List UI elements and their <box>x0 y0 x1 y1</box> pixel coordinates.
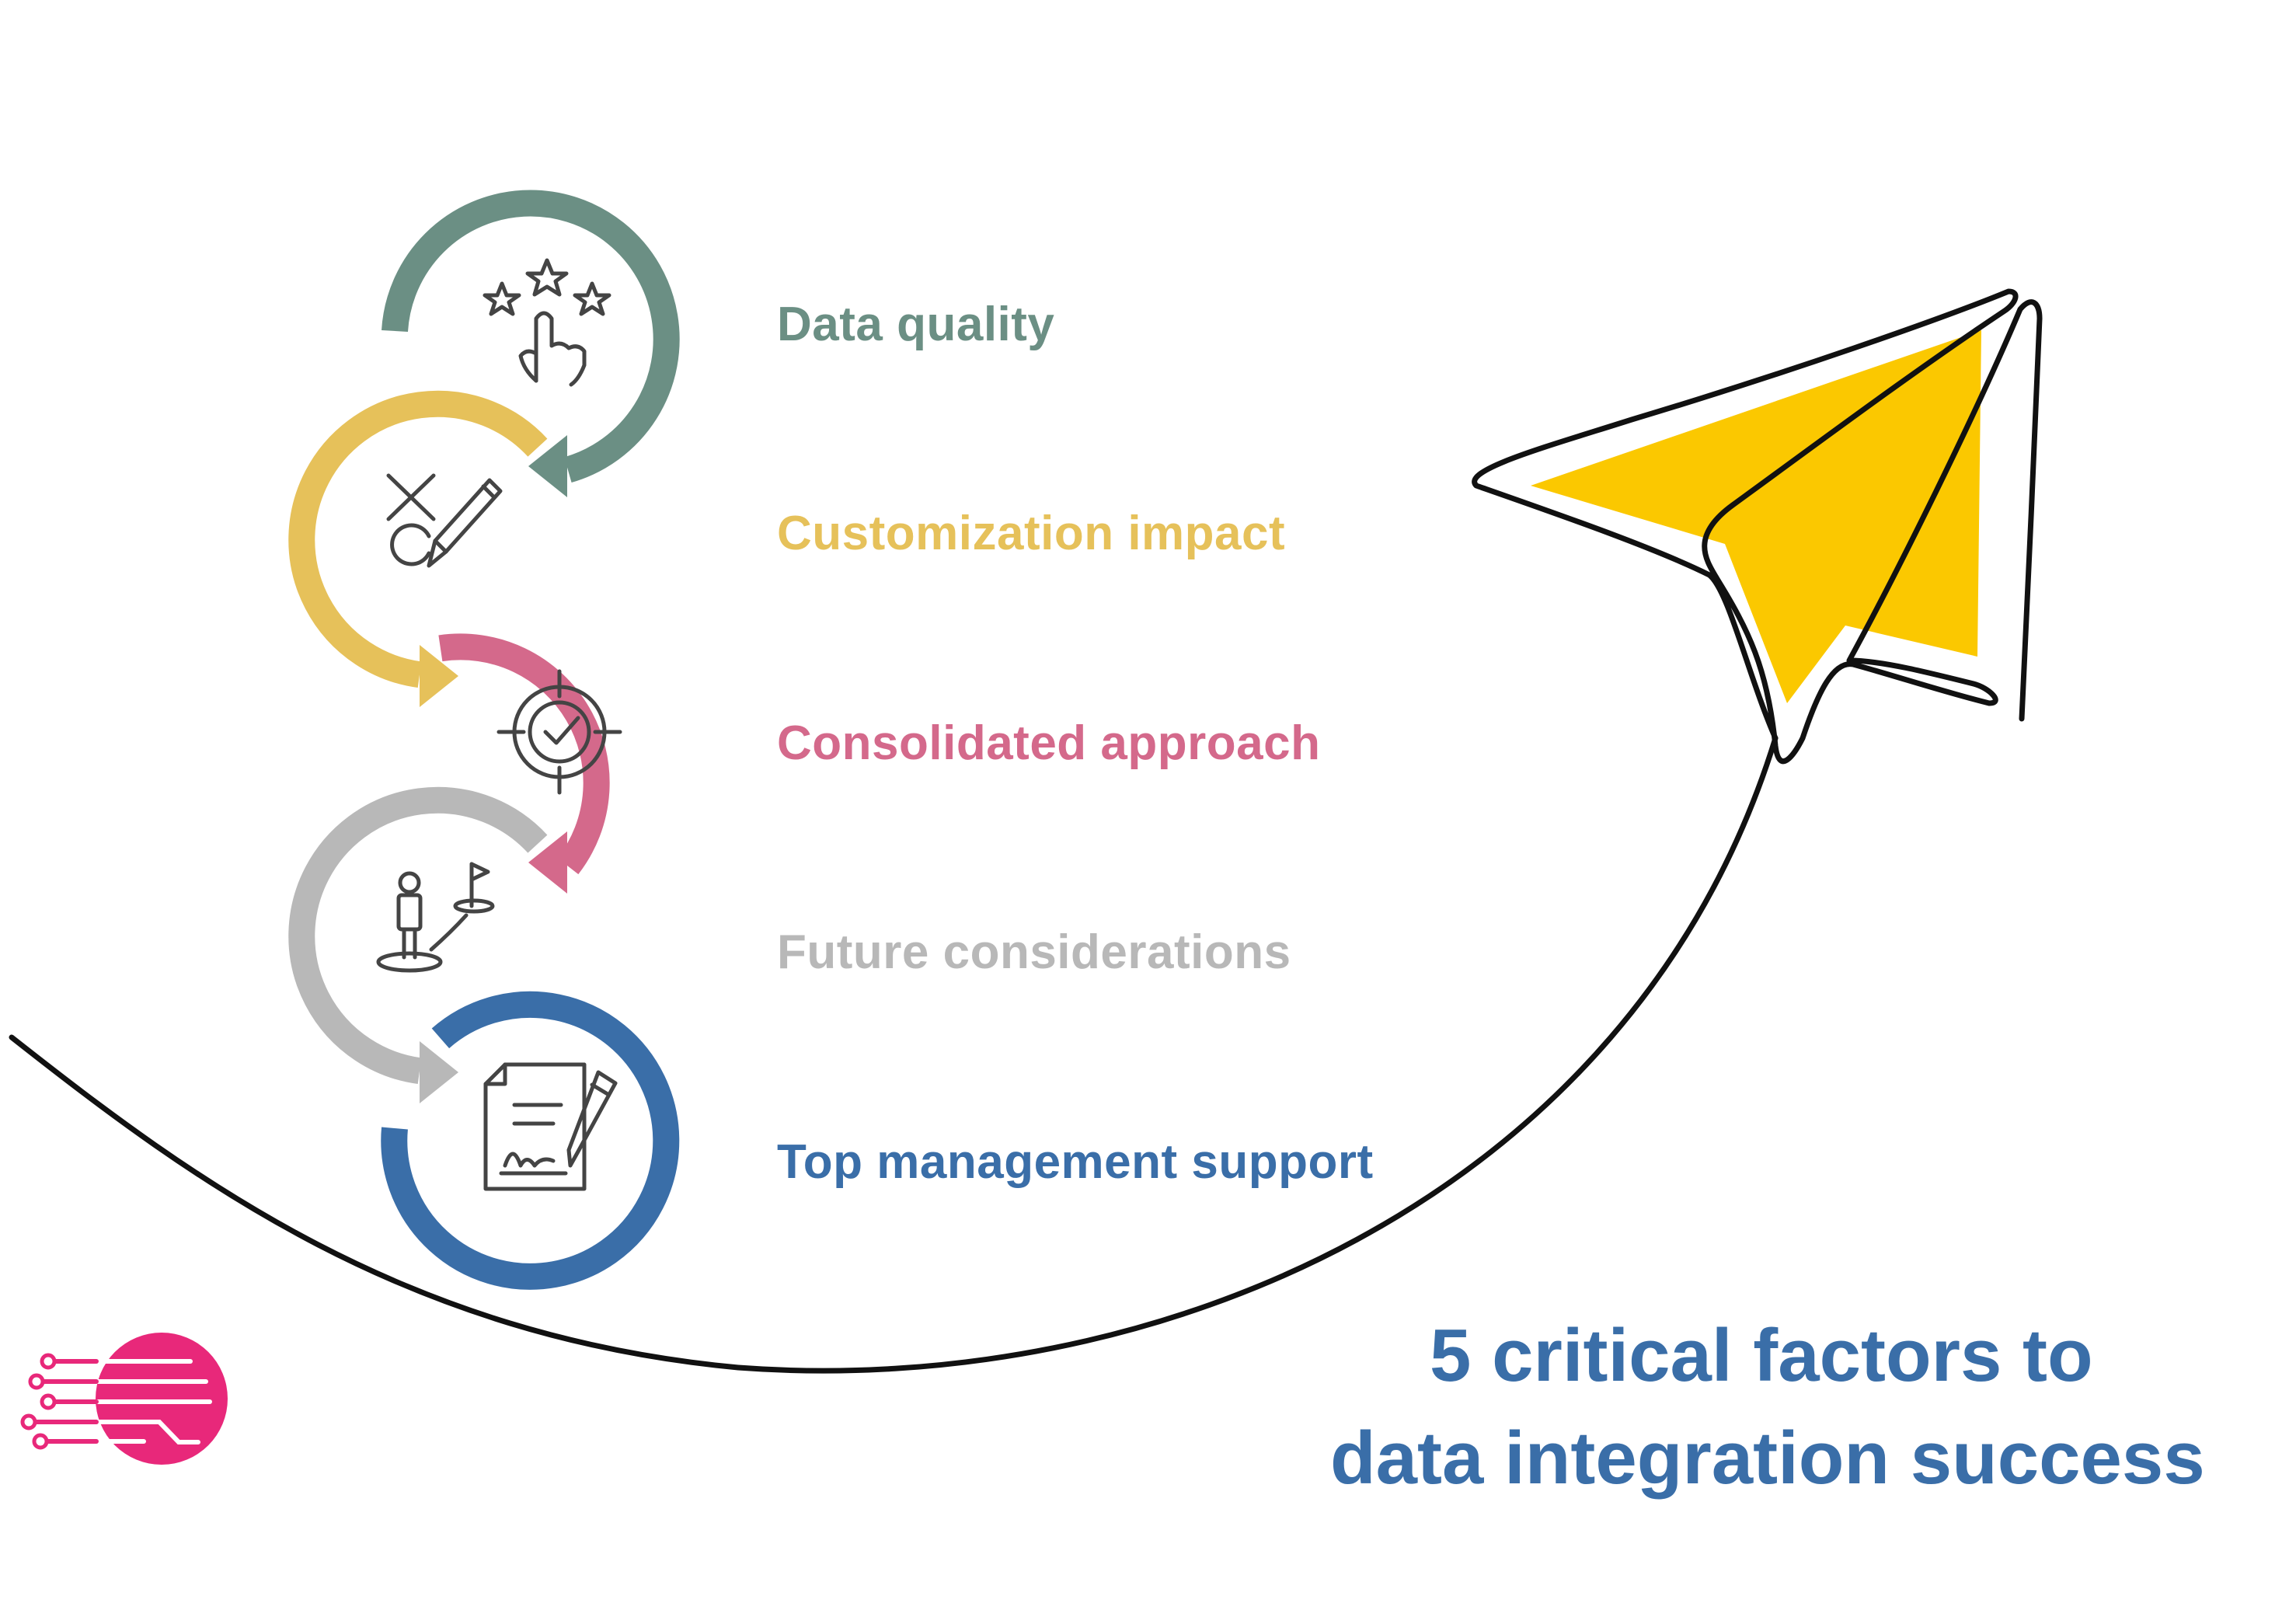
rating-stars-hand-icon <box>483 258 611 387</box>
headline-line-1: 5 critical factors to <box>1430 1314 2093 1397</box>
step-ring-customization-impact <box>288 390 548 707</box>
step-ring-future-considerations <box>288 786 548 1103</box>
flight-path-curve <box>9 735 1779 1374</box>
step-ring-consolidated-approach <box>438 633 610 894</box>
factor-label-consolidated-approach: Consolidated approach <box>777 716 1321 770</box>
factor-label-future-considerations: Future considerations <box>777 925 1291 979</box>
factor-label-customization-impact: Customization impact <box>777 507 1286 560</box>
person-flag-path-icon <box>376 862 495 973</box>
pencil-x-o-icon <box>386 473 503 568</box>
signed-document-icon <box>483 1062 618 1191</box>
step-ring-top-management-support <box>381 991 680 1290</box>
step-ring-data-quality <box>382 190 680 497</box>
factor-label-data-quality: Data quality <box>777 298 1055 351</box>
factor-label-top-management-support: Top management support <box>777 1135 1374 1189</box>
paper-plane-icon <box>1472 288 2043 765</box>
circuit-logo-icon <box>20 1333 228 1465</box>
headline-line-2: data integration success <box>1330 1417 2205 1500</box>
target-check-icon <box>496 669 622 795</box>
